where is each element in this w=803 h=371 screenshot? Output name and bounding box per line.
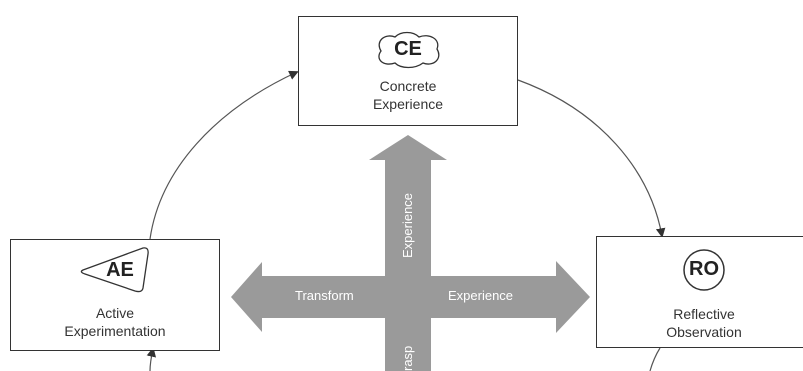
concrete-experience-box: CE Concrete Experience	[298, 16, 518, 126]
arrow-centre	[385, 260, 431, 300]
arrow-up	[369, 135, 447, 260]
ae-abbr: AE	[106, 259, 134, 281]
triangle-icon	[80, 247, 149, 293]
curve-ro-down	[649, 347, 661, 371]
arrow-left	[231, 262, 385, 332]
curve-ae-to-ce	[149, 70, 299, 240]
ae-label-line1: Active	[95, 305, 135, 321]
blob-icon	[378, 31, 440, 69]
ro-label-line2: Observation	[666, 324, 742, 340]
circle-icon	[683, 249, 725, 291]
arrow-down-shaft	[385, 300, 431, 371]
label-experience-up: Experience	[400, 192, 415, 258]
reflective-observation-box: RO Reflective Observation	[596, 236, 803, 348]
label-transform: Transform	[295, 288, 354, 303]
curve-into-ae	[146, 347, 157, 371]
ro-abbr: RO	[689, 258, 719, 280]
label-experience-right: Experience	[448, 288, 514, 303]
active-experimentation-box: AE Active Experimentation	[10, 239, 220, 351]
ce-label-line1: Concrete	[379, 78, 437, 94]
ce-abbr: CE	[394, 38, 422, 60]
label-grasp-down: rasp	[400, 345, 415, 371]
arrow-right	[431, 261, 590, 333]
ae-label-line2: Experimentation	[64, 323, 166, 339]
axis-arrows	[231, 135, 590, 371]
curve-ce-to-ro	[517, 79, 666, 238]
ce-label-line2: Experience	[372, 96, 444, 112]
ro-label-line1: Reflective	[673, 306, 735, 322]
